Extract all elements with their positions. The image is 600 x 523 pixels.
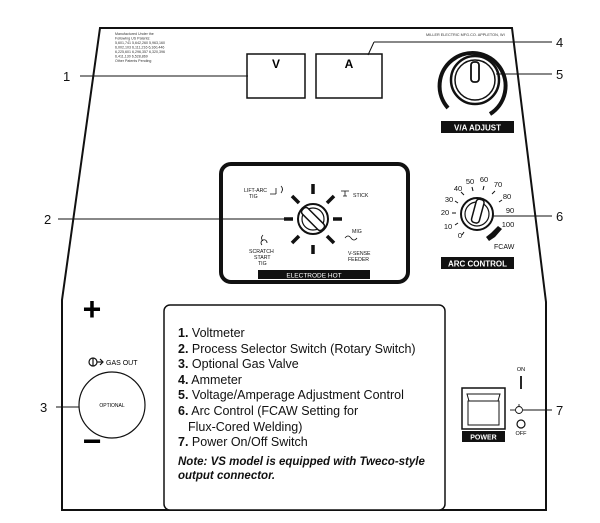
legend-note-line: Note: VS model is equipped with Tweco-st… (178, 455, 425, 468)
svg-text:60: 60 (480, 175, 488, 184)
svg-text:70: 70 (494, 180, 502, 189)
power-off-mark (516, 419, 526, 429)
svg-text:TIG: TIG (258, 261, 267, 267)
arc-control-ticks (452, 185, 503, 236)
legend-item: 2. Process Selector Switch (Rotary Switc… (178, 341, 416, 356)
svg-text:6,225,601 6,296,357 6,320,39: 6,225,601 6,296,357 6,320,396 (115, 50, 165, 54)
legend-item: 7. Power On/Off Switch (178, 435, 308, 450)
electrode-hot-label-bg (258, 270, 370, 279)
legend-note-line: output connector. (178, 469, 276, 482)
positive-terminal-symbol: + (83, 291, 102, 327)
svg-text:7: 7 (556, 403, 563, 418)
svg-text:SCRATCH: SCRATCH (249, 249, 274, 255)
legend-note: Note: VS model is equipped with Tweco-st… (178, 455, 448, 483)
svg-text:Manufactured Under the: Manufactured Under the (115, 32, 154, 36)
svg-text:TIG: TIG (249, 194, 258, 200)
svg-text:STICK: STICK (353, 193, 369, 199)
svg-text:10: 10 (444, 222, 452, 231)
legend-item-continuation: Flux-Cored Welding) (188, 419, 303, 434)
gas-out-label: GAS OUT (106, 360, 138, 367)
svg-text:6,411,130 6,528,869: 6,411,130 6,528,869 (115, 55, 148, 59)
power-off-label: OFF (516, 431, 528, 437)
svg-text:0: 0 (458, 231, 462, 240)
arc-control-label: ARC CONTROL (448, 259, 507, 268)
mode-symbols (260, 185, 358, 246)
optional-label: OPTIONAL (99, 403, 125, 409)
legend-item: 5. Voltage/Amperage Adjustment Control (178, 388, 404, 403)
electrode-hot-label: ELECTRODE HOT (286, 272, 341, 279)
manufacturer-text: MILLER ELECTRIC MFG.CO. APPLETON, WI (426, 33, 505, 37)
arc-control-knob (460, 197, 494, 231)
legend-item: 3. Optional Gas Valve (178, 357, 299, 372)
svg-text:50: 50 (466, 177, 474, 186)
legend: 1. Voltmeter 2. Process Selector Switch … (178, 326, 448, 483)
selector-text: LIFT-ARC TIG STICK SCRATCH START TIG MIG… (244, 188, 371, 267)
svg-text:5,601,741 5,642,260 5,963,16: 5,601,741 5,642,260 5,963,160 (115, 41, 165, 45)
svg-text:FEEDER: FEEDER (348, 257, 369, 263)
power-label: POWER (470, 435, 496, 442)
optional-gas-valve (78, 371, 146, 439)
power-on-label: ON (517, 367, 525, 373)
arc-control-label-bg (441, 257, 514, 269)
power-switch (461, 387, 506, 430)
svg-text:3: 3 (40, 400, 47, 415)
svg-text:6,002,103 6,111,216 6,160,44: 6,002,103 6,111,216 6,160,446 (115, 46, 164, 50)
gas-out-icon (88, 357, 104, 367)
va-adjust-knob (437, 50, 508, 116)
power-label-bg (462, 431, 505, 442)
arc-control-scale: 0 10 20 30 40 50 60 70 80 90 100 (441, 175, 514, 240)
svg-text:6: 6 (556, 209, 563, 224)
svg-text:Following US Patents:: Following US Patents: (115, 37, 150, 41)
voltmeter-label: V (272, 57, 280, 71)
va-adjust-label: V/A ADJUST (454, 124, 501, 133)
svg-text:90: 90 (506, 206, 514, 215)
legend-item: 1. Voltmeter (178, 326, 245, 340)
fcaw-band (486, 226, 502, 241)
svg-text:1: 1 (63, 69, 70, 84)
callout-leaders (56, 41, 552, 411)
legend-item: 4. Ammeter (178, 372, 242, 387)
svg-text:4: 4 (556, 35, 563, 50)
svg-text:START: START (254, 255, 271, 261)
voltage-sense-icon (510, 404, 523, 414)
svg-text:Other Patents Pending: Other Patents Pending (115, 59, 151, 63)
svg-text:40: 40 (454, 184, 462, 193)
legend-box (163, 304, 446, 511)
svg-text:100: 100 (502, 220, 515, 229)
fcaw-label: FCAW (494, 244, 515, 251)
ammeter (315, 53, 383, 99)
svg-text:20: 20 (441, 208, 449, 217)
patents-text: Manufactured Under the Following US Pate… (115, 32, 165, 63)
callout-numbers: 1 2 3 4 5 6 7 (40, 35, 563, 418)
rotary-selector-knob (284, 184, 342, 254)
svg-text:80: 80 (503, 192, 511, 201)
ammeter-label: A (345, 57, 354, 71)
svg-text:MIG: MIG (352, 229, 362, 235)
svg-text:V-SENSE: V-SENSE (348, 251, 371, 257)
legend-item: 6. Arc Control (FCAW Setting for (178, 403, 359, 418)
svg-text:LIFT-ARC: LIFT-ARC (244, 188, 267, 194)
va-adjust-label-bg (441, 121, 514, 133)
va-adjust-arc (437, 50, 508, 116)
svg-text:2: 2 (44, 212, 51, 227)
svg-text:30: 30 (445, 195, 453, 204)
svg-text:5: 5 (556, 67, 563, 82)
